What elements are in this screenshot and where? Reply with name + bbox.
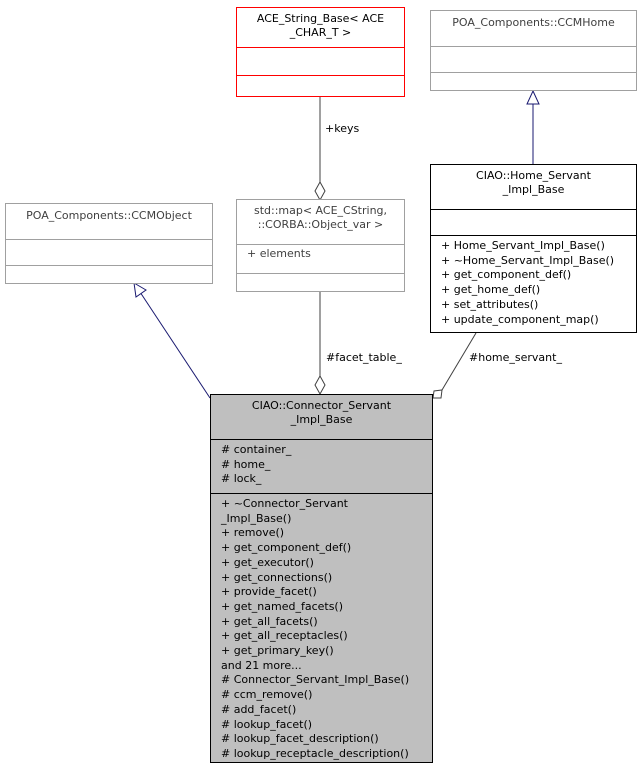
inherit-arrow-ccmobject <box>133 282 147 298</box>
attributes-section <box>237 47 404 75</box>
inherit-edge-ccmobject <box>139 291 211 399</box>
method-item: + update_component_map() <box>441 312 599 326</box>
class-connector-servant-impl-base[interactable]: CIAO::Connector_Servant _Impl_Base # con… <box>210 394 433 763</box>
inherit-arrow-ccmhome <box>526 89 540 105</box>
method-item: + ~Connector_Servant _Impl_Base() <box>221 497 348 525</box>
method-item: + remove() <box>221 526 285 540</box>
class-title: POA_Components::CCMObject <box>26 209 192 222</box>
composition-diamond-keys <box>314 180 326 202</box>
method-item: # lookup_facet() <box>221 717 313 731</box>
method-item: + get_primary_key() <box>221 644 334 658</box>
method-item: + get_component_def() <box>441 268 572 282</box>
class-std-map[interactable]: std::map< ACE_CString, ::CORBA::Object_v… <box>236 199 405 292</box>
method-item: # Connector_Servant_Impl_Base() <box>221 673 410 687</box>
method-item: + get_home_def() <box>441 283 541 297</box>
methods-section <box>431 72 636 97</box>
method-item: + Home_Servant_Impl_Base() <box>441 239 605 252</box>
method-item: + get_named_facets() <box>221 599 344 613</box>
method-item: + get_connections() <box>221 570 333 584</box>
class-title: CIAO::Connector_Servant _Impl_Base <box>251 399 392 426</box>
methods-section: + ~Connector_Servant _Impl_Base() + remo… <box>211 493 432 768</box>
class-title: POA_Components::CCMHome <box>452 16 615 29</box>
class-title: ACE_String_Base< ACE _CHAR_T > <box>256 12 385 39</box>
composition-diamond-facet-table <box>314 374 326 396</box>
method-more-item[interactable]: and 21 more... <box>221 658 302 672</box>
attributes-section: + elements <box>237 244 404 273</box>
methods-section <box>237 75 404 102</box>
attribute-item: # container_ <box>221 443 292 456</box>
edge-label-facet-table: #facet_table_ <box>326 351 402 364</box>
attribute-item: + elements <box>247 247 311 260</box>
attribute-item: # home_ <box>221 457 271 471</box>
method-item: + ~Home_Servant_Impl_Base() <box>441 253 615 267</box>
class-home-servant-impl-base[interactable]: CIAO::Home_Servant _Impl_Base + Home_Ser… <box>430 164 637 333</box>
method-item: + set_attributes() <box>441 297 539 311</box>
class-title: std::map< ACE_CString, ::CORBA::Object_v… <box>253 204 388 231</box>
method-item: + get_all_receptacles() <box>221 629 348 643</box>
methods-section: + Home_Servant_Impl_Base() + ~Home_Serva… <box>431 235 636 338</box>
attributes-section <box>6 239 212 265</box>
class-ccm-object[interactable]: POA_Components::CCMObject <box>5 203 213 284</box>
method-item: # ccm_remove() <box>221 688 313 702</box>
attribute-item: # lock_ <box>221 472 262 486</box>
class-ace-string-base[interactable]: ACE_String_Base< ACE _CHAR_T > <box>236 7 405 97</box>
method-item: # add_facet() <box>221 702 297 716</box>
attributes-section <box>431 209 636 235</box>
class-title: CIAO::Home_Servant _Impl_Base <box>476 169 591 196</box>
composition-edge-home-servant <box>441 332 477 391</box>
method-item: + provide_facet() <box>221 585 317 599</box>
method-item: # lookup_facet_description() <box>221 732 379 746</box>
methods-section <box>237 273 404 297</box>
class-ccm-home[interactable]: POA_Components::CCMHome <box>430 10 637 91</box>
composition-diamond-home-servant <box>432 389 443 399</box>
edge-label-keys: +keys <box>325 122 360 135</box>
method-item: + get_all_facets() <box>221 614 318 628</box>
attributes-section: # container_ # home_ # lock_ <box>211 439 432 493</box>
method-item: + get_executor() <box>221 555 314 569</box>
attributes-section <box>431 46 636 72</box>
method-item: # lookup_receptacle_description() <box>221 746 409 760</box>
method-item: + get_component_def() <box>221 541 352 555</box>
methods-section <box>6 265 212 290</box>
edge-label-home-servant: #home_servant_ <box>469 351 562 364</box>
